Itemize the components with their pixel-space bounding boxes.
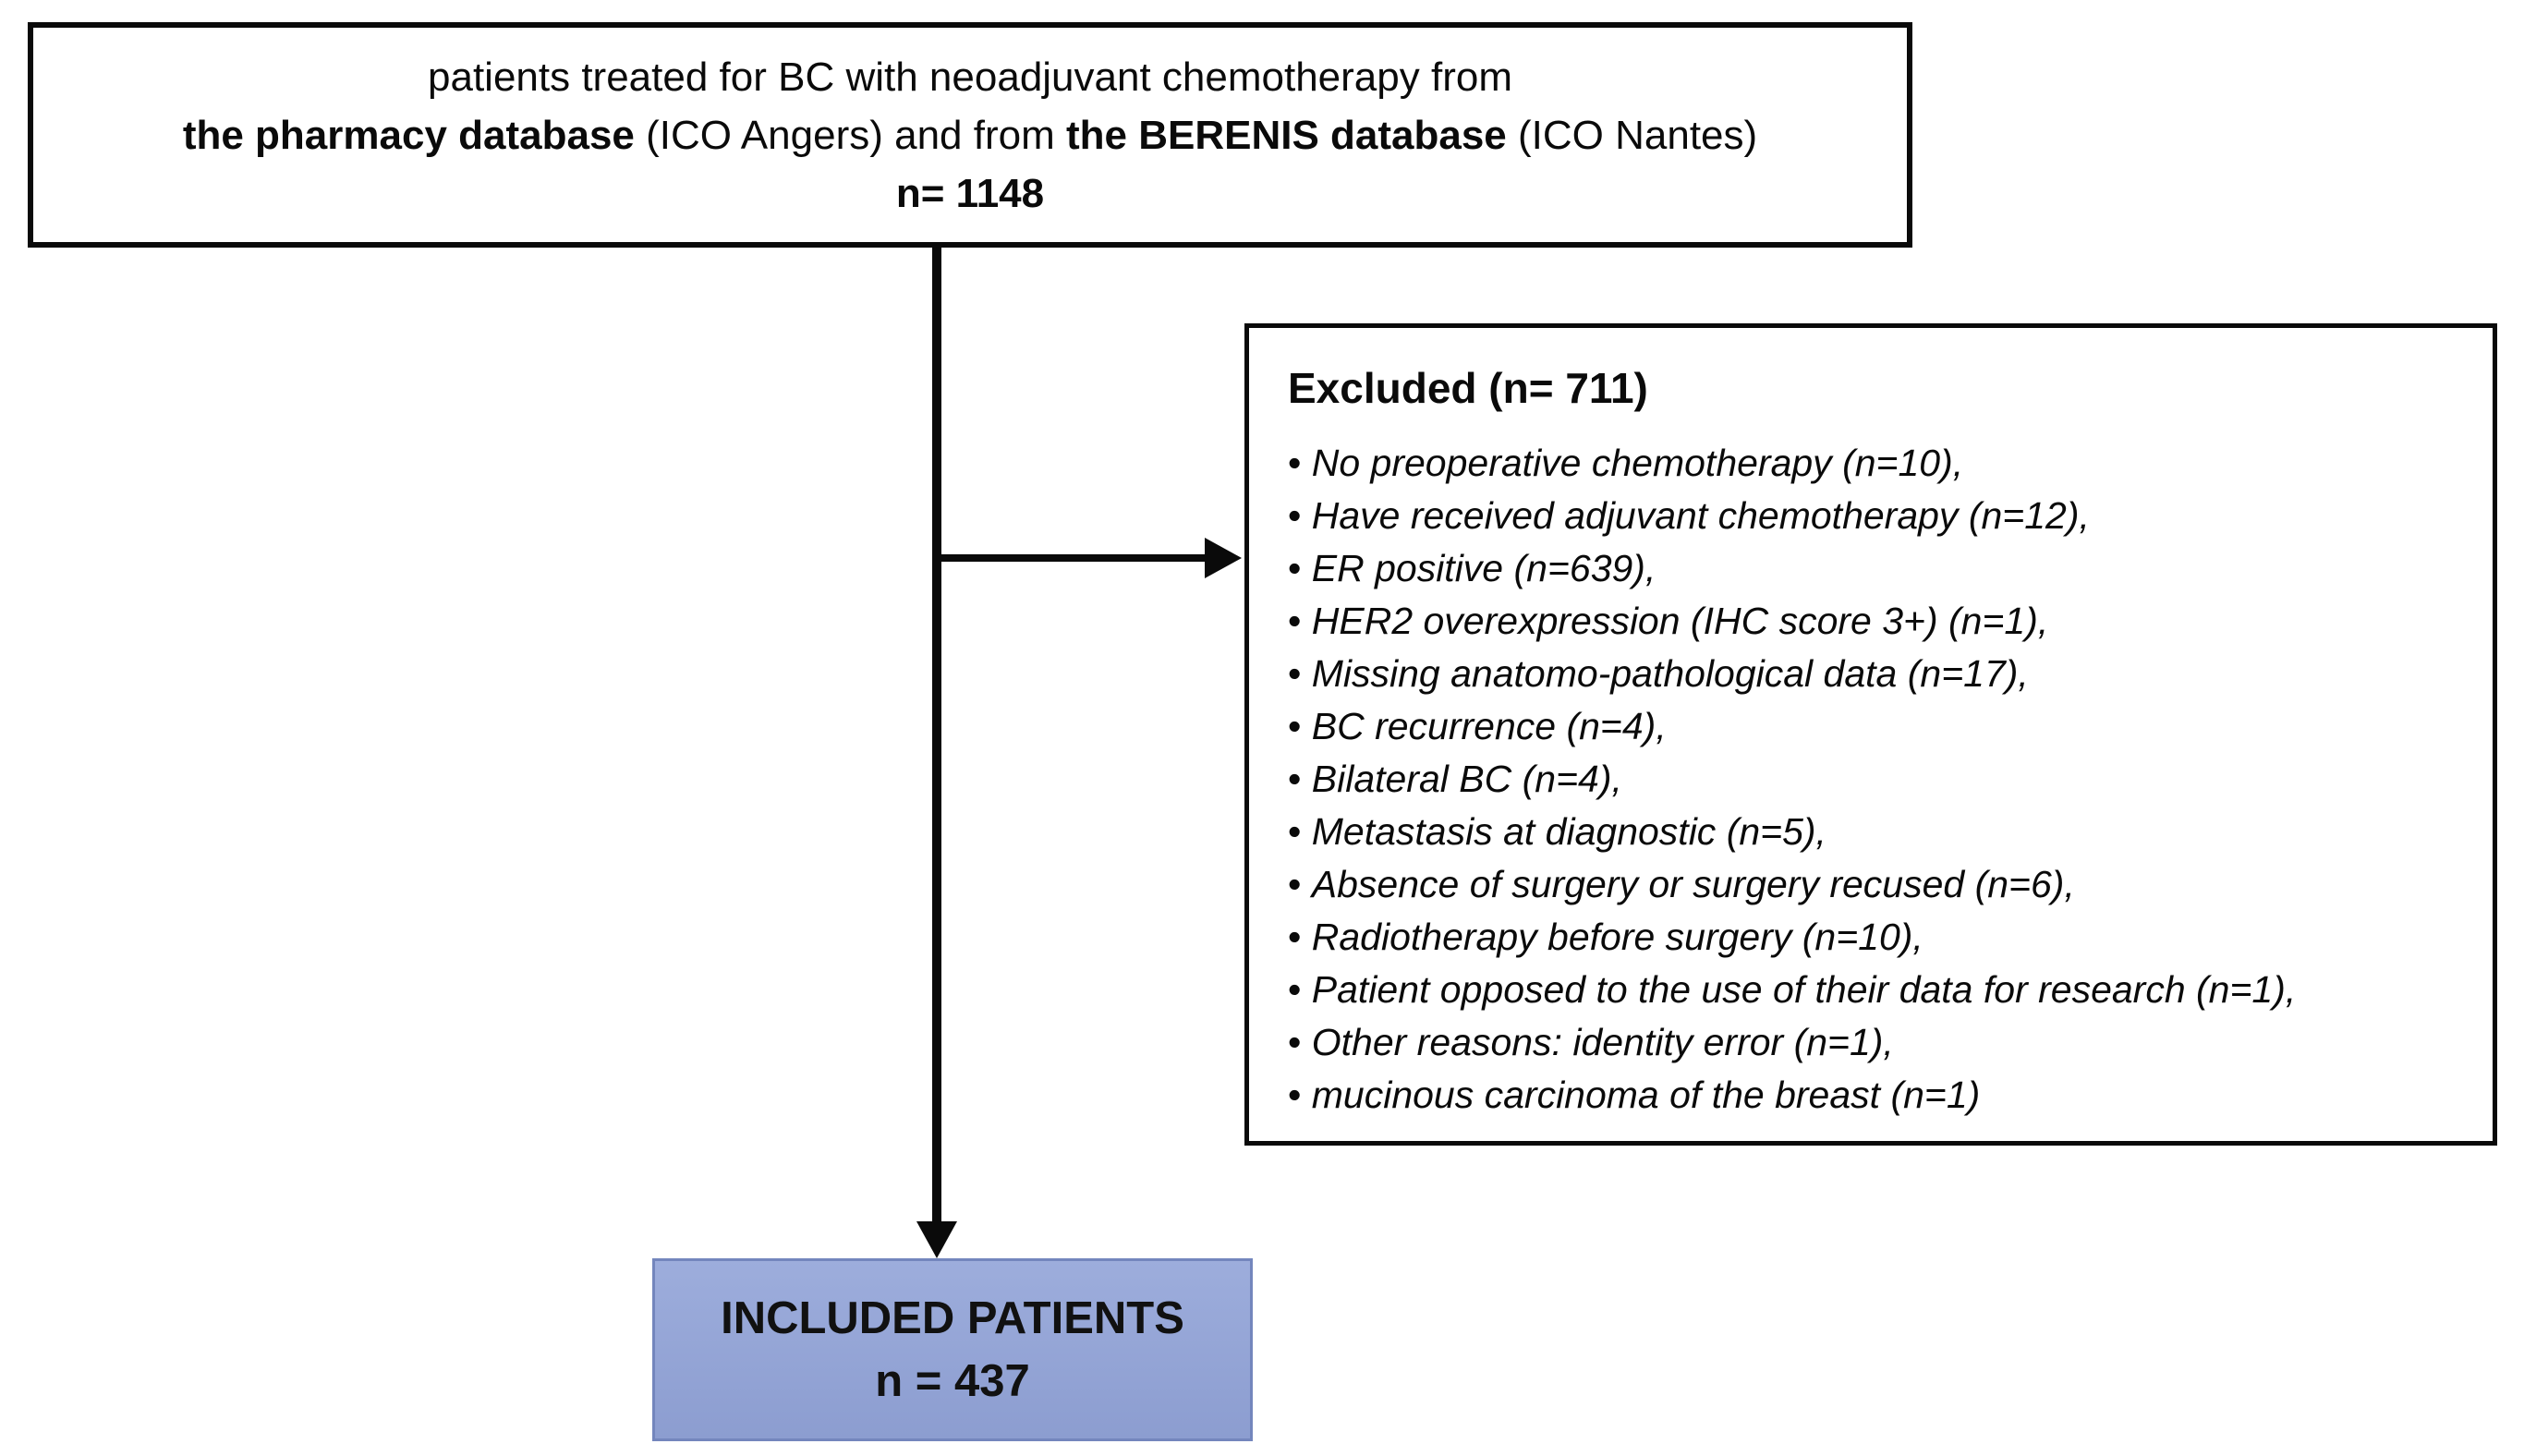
arrow-main-vertical bbox=[932, 248, 941, 1225]
arrowhead-right-icon bbox=[1205, 538, 1242, 578]
exclusion-item: Have received adjuvant chemotherapy (n=1… bbox=[1288, 490, 2465, 542]
exclusion-item: Other reasons: identity error (n=1), bbox=[1288, 1016, 2465, 1069]
source-box-line2-text2: (ICO Nantes) bbox=[1506, 112, 1758, 158]
exclusion-item: Missing anatomo-pathological data (n=17)… bbox=[1288, 648, 2465, 700]
exclusion-item: Bilateral BC (n=4), bbox=[1288, 753, 2465, 806]
arrowhead-down-icon bbox=[916, 1221, 957, 1258]
berenis-database-label: the BERENIS database bbox=[1065, 112, 1507, 158]
exclusion-item: Absence of surgery or surgery recused (n… bbox=[1288, 858, 2465, 911]
exclusion-item: ER positive (n=639), bbox=[1288, 542, 2465, 595]
exclusion-item: Patient opposed to the use of their data… bbox=[1288, 964, 2465, 1016]
exclusion-item: BC recurrence (n=4), bbox=[1288, 700, 2465, 753]
included-box-count: n = 437 bbox=[875, 1356, 1030, 1406]
excluded-box: Excluded (n= 711) No preoperative chemot… bbox=[1244, 323, 2497, 1146]
arrow-branch-horizontal bbox=[937, 554, 1207, 562]
source-box-count: n= 1148 bbox=[895, 170, 1045, 216]
exclusion-item: mucinous carcinoma of the breast (n=1) bbox=[1288, 1069, 2465, 1122]
exclusion-reason-list: No preoperative chemotherapy (n=10), Hav… bbox=[1288, 437, 2465, 1122]
included-box-title: INCLUDED PATIENTS bbox=[721, 1293, 1184, 1343]
source-population-box: patients treated for BC with neoadjuvant… bbox=[28, 22, 1912, 248]
included-patients-box: INCLUDED PATIENTS n = 437 bbox=[652, 1258, 1253, 1441]
exclusion-item: HER2 overexpression (IHC score 3+) (n=1)… bbox=[1288, 595, 2465, 648]
exclusion-item: Metastasis at diagnostic (n=5), bbox=[1288, 806, 2465, 858]
pharmacy-database-label: the pharmacy database bbox=[182, 112, 635, 158]
source-box-line2: the pharmacy database (ICO Angers) and f… bbox=[183, 106, 1757, 164]
excluded-box-title: Excluded (n= 711) bbox=[1288, 364, 1648, 412]
source-box-line1: patients treated for BC with neoadjuvant… bbox=[428, 54, 1512, 100]
source-box-line2-text1: (ICO Angers) and from bbox=[634, 112, 1066, 158]
exclusion-item: No preoperative chemotherapy (n=10), bbox=[1288, 437, 2465, 490]
exclusion-item: Radiotherapy before surgery (n=10), bbox=[1288, 911, 2465, 964]
